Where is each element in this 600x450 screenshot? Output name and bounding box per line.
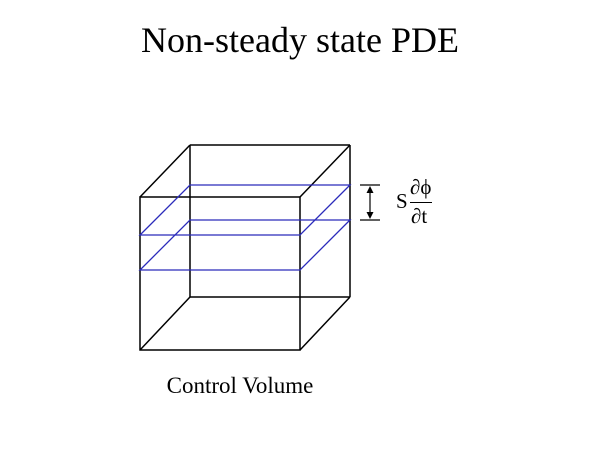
front-face <box>139 196 301 351</box>
slide-title: Non-steady state PDE <box>141 20 459 60</box>
marker-arrowhead-down <box>366 212 374 219</box>
marker-arrowhead-up <box>366 186 374 193</box>
depth-edge-top-left <box>139 144 191 198</box>
slice-plane-upper <box>138 184 352 236</box>
depth-edge-top-right <box>299 144 351 198</box>
fraction-bar <box>410 202 432 203</box>
slice-plane-lower <box>138 219 352 271</box>
time-derivative-term: S ∂ϕ ∂t <box>396 175 442 231</box>
formula-numerator: ∂ϕ <box>410 175 432 199</box>
diagram-caption: Control Volume <box>166 373 314 398</box>
formula-denominator: ∂t <box>411 204 428 228</box>
cube-edges <box>139 144 351 351</box>
depth-edge-bottom-left <box>139 296 191 351</box>
depth-edge-bottom-right <box>299 296 351 351</box>
thickness-marker <box>360 184 380 221</box>
formula-coefficient: S <box>396 189 408 213</box>
slice-planes <box>138 184 352 271</box>
